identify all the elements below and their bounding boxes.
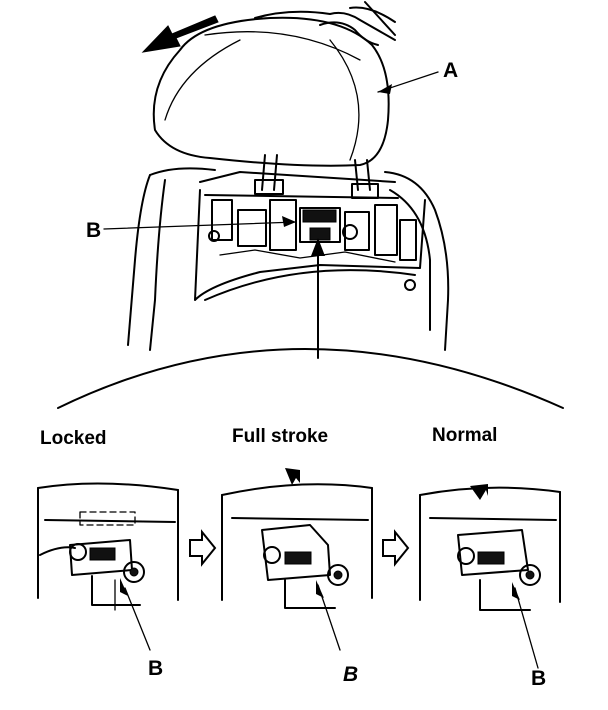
stage-title-full-stroke: Full stroke bbox=[232, 426, 329, 447]
latch-callout-full-stroke: B bbox=[343, 663, 359, 686]
detail-panel-normal bbox=[419, 484, 561, 669]
stage-title-normal: Normal bbox=[432, 425, 498, 446]
detail-panel-locked bbox=[37, 482, 179, 651]
pull-direction-arrow bbox=[141, 15, 219, 53]
detail-panel-full-stroke bbox=[221, 468, 373, 651]
sequence-arrow-1 bbox=[189, 529, 217, 567]
latch-callout-locked: B bbox=[148, 657, 164, 680]
latch-b-leader bbox=[103, 216, 297, 230]
seat-back-illustration bbox=[127, 154, 450, 351]
headrest-illustration bbox=[141, 1, 439, 167]
latch-callout-normal: B bbox=[531, 667, 547, 690]
detail-pointer bbox=[311, 238, 325, 359]
detail-arc bbox=[57, 348, 564, 409]
latch-callout: B bbox=[86, 219, 102, 242]
stage-title-locked: Locked bbox=[40, 428, 107, 449]
headrest-callout: A bbox=[443, 59, 459, 82]
sequence-arrow-2 bbox=[382, 529, 410, 567]
